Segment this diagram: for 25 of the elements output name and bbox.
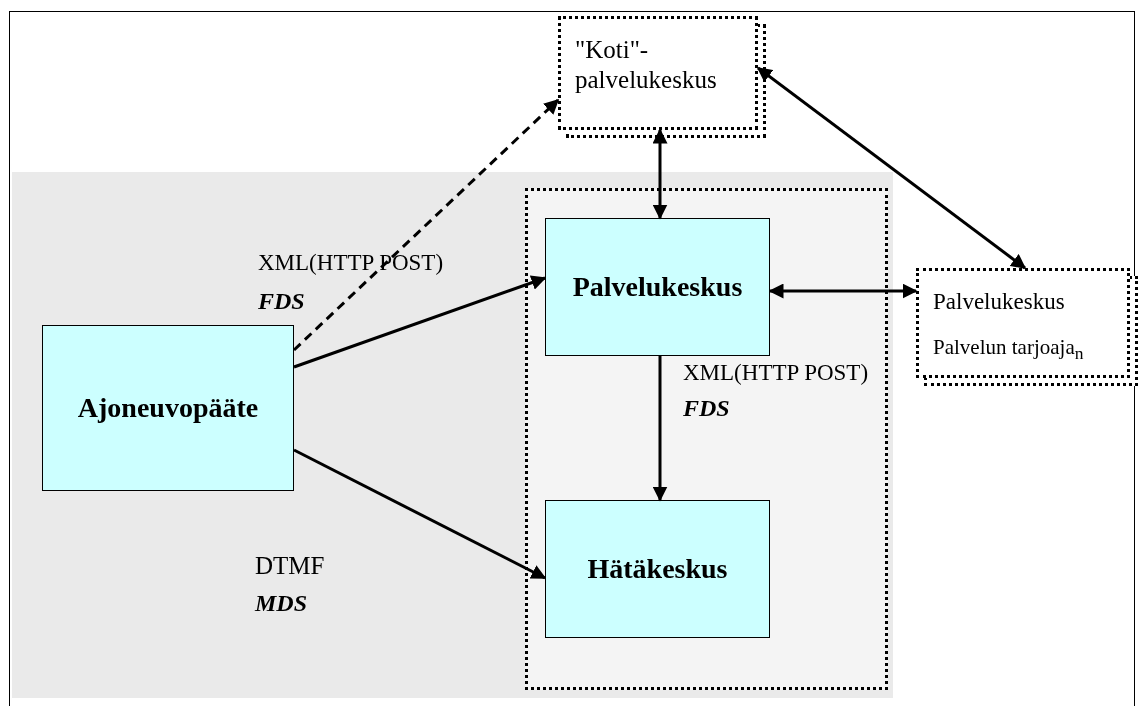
arrow [292, 98, 560, 352]
box-title: "Koti"-palvelukeskus [575, 35, 718, 95]
group-box [525, 188, 888, 690]
arrow [652, 128, 668, 220]
data-standard-label: MDS [255, 590, 308, 617]
protocol-label: XML(HTTP POST) [683, 360, 869, 386]
box-title: Palvelukeskus [933, 289, 1065, 315]
arrow [293, 275, 547, 369]
service-box [916, 268, 1130, 378]
arrow [652, 356, 668, 502]
arrow [293, 448, 547, 580]
process-box [545, 500, 770, 638]
process-box [545, 218, 770, 356]
protocol-label: DTMF [255, 552, 325, 580]
box-subtitle: Palvelun tarjoaja$_{n}$ [933, 335, 1084, 365]
box-title: Hätäkeskus [587, 553, 728, 585]
data-standard-label: FDS [258, 288, 305, 315]
box-title: Palvelukeskus [572, 271, 743, 303]
box-title: Ajoneuvopääte [77, 392, 259, 424]
protocol-label: XML(HTTP POST) [258, 250, 444, 276]
arrow [756, 66, 1027, 270]
process-box [42, 325, 294, 491]
service-box [558, 16, 758, 130]
data-standard-label: FDS [683, 395, 730, 422]
arrow [768, 283, 918, 299]
